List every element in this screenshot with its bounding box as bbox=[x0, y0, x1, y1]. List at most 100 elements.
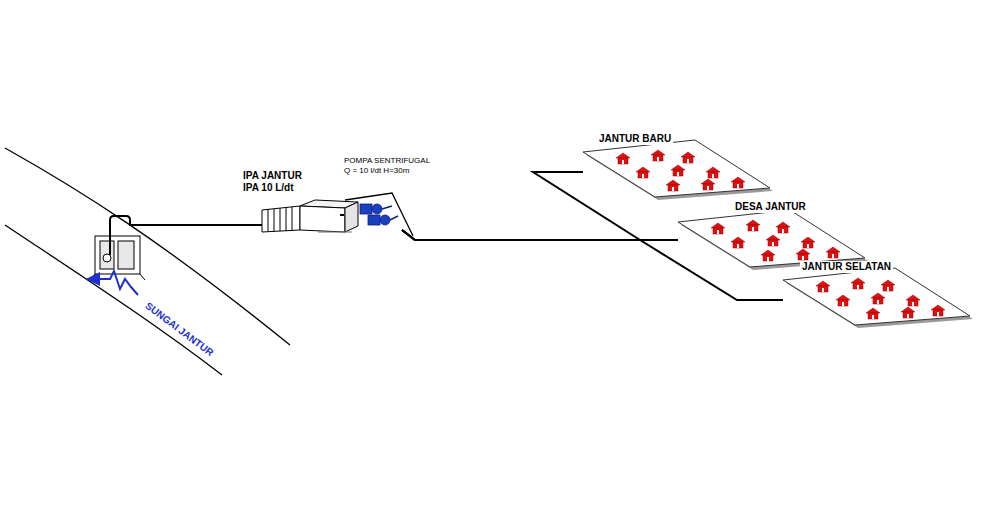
house-body bbox=[733, 182, 743, 188]
treatment-plant bbox=[300, 206, 345, 232]
house-door bbox=[822, 288, 824, 292]
house-body bbox=[668, 185, 678, 191]
house-body bbox=[763, 255, 773, 261]
house-roof bbox=[636, 167, 650, 172]
house-door bbox=[802, 256, 804, 260]
house-door bbox=[752, 227, 754, 231]
house-roof bbox=[651, 150, 665, 155]
pump-symbol bbox=[382, 206, 392, 209]
house-icon bbox=[881, 280, 895, 291]
house-icon bbox=[761, 250, 775, 261]
intake-structure bbox=[100, 241, 114, 269]
house-door bbox=[657, 157, 659, 161]
house-roof bbox=[851, 278, 865, 283]
plate-outline bbox=[583, 140, 770, 197]
treatment-plant bbox=[262, 206, 300, 232]
intake-structure bbox=[103, 254, 111, 262]
treatment-plant-label: IPA JANTURIPA 10 L/dt bbox=[243, 170, 340, 236]
pump-symbol bbox=[372, 204, 382, 214]
house-door bbox=[717, 230, 719, 234]
pipe-line bbox=[402, 230, 678, 240]
house-roof bbox=[866, 308, 880, 313]
house-roof bbox=[906, 295, 920, 300]
house-roof bbox=[816, 281, 830, 286]
house-roof bbox=[746, 220, 760, 225]
house-roof bbox=[901, 307, 915, 312]
house-icon bbox=[616, 153, 630, 164]
house-door bbox=[737, 184, 739, 188]
house-body bbox=[908, 300, 918, 306]
house-roof bbox=[801, 237, 815, 242]
house-roof bbox=[871, 293, 885, 298]
house-door bbox=[877, 300, 879, 304]
pump-symbol bbox=[360, 204, 372, 214]
village-area: JANTUR BARU bbox=[583, 130, 773, 200]
pump-symbol bbox=[360, 204, 398, 225]
house-body bbox=[803, 242, 813, 248]
house-body bbox=[883, 285, 893, 291]
house-body bbox=[768, 240, 778, 246]
village-area: DESA JANTUR bbox=[678, 200, 868, 270]
house-door bbox=[782, 229, 784, 233]
house-door bbox=[872, 315, 874, 319]
house-body bbox=[618, 158, 628, 164]
village-area: JANTUR SELATAN bbox=[783, 258, 973, 328]
house-icon bbox=[766, 235, 780, 246]
house-door bbox=[912, 302, 914, 306]
house-icon bbox=[701, 179, 715, 190]
house-body bbox=[798, 254, 808, 260]
flow-arrow bbox=[98, 271, 138, 295]
house-body bbox=[873, 298, 883, 304]
house-body bbox=[713, 228, 723, 234]
house-icon bbox=[731, 177, 745, 188]
treatment-plant bbox=[274, 209, 275, 231]
house-icon bbox=[776, 222, 790, 233]
house-body bbox=[853, 283, 863, 289]
intake-pipe bbox=[110, 216, 262, 255]
flow-arrow bbox=[86, 271, 138, 295]
house-door bbox=[857, 285, 859, 289]
house-roof bbox=[761, 250, 775, 255]
house-icon bbox=[746, 220, 760, 231]
river-name: SUNGAI JANTUR bbox=[143, 300, 216, 359]
house-icon bbox=[871, 293, 885, 304]
treatment-plant bbox=[268, 209, 269, 231]
house-roof bbox=[881, 280, 895, 285]
house-door bbox=[832, 254, 834, 258]
house-body bbox=[933, 310, 943, 316]
house-icon bbox=[711, 223, 725, 234]
treatment-plant bbox=[286, 208, 287, 231]
intake-structure bbox=[140, 274, 145, 280]
house-icon bbox=[906, 295, 920, 306]
house-door bbox=[842, 302, 844, 306]
intake-pipe bbox=[110, 216, 262, 255]
house-roof bbox=[796, 249, 810, 254]
node-text: JANTUR BARU bbox=[597, 133, 673, 145]
house-door bbox=[807, 244, 809, 248]
house-icon bbox=[666, 180, 680, 191]
treatment-plant bbox=[292, 207, 293, 230]
pump-symbol bbox=[380, 215, 390, 225]
node-text: DESA JANTUR bbox=[733, 201, 808, 213]
house-icon bbox=[826, 247, 840, 258]
pump-symbol bbox=[368, 215, 380, 225]
house-body bbox=[778, 227, 788, 233]
house-door bbox=[907, 314, 909, 318]
node-text: POMPA SENTRIFUGAL Q = 10 l/dt H=30m bbox=[344, 156, 436, 176]
house-door bbox=[937, 312, 939, 316]
house-roof bbox=[776, 222, 790, 227]
treatment-plant bbox=[262, 200, 358, 232]
node-text: JANTUR SELATAN bbox=[800, 261, 893, 273]
house-door bbox=[887, 287, 889, 291]
house-icon bbox=[816, 281, 830, 292]
house-icon bbox=[931, 305, 945, 316]
house-roof bbox=[836, 295, 850, 300]
house-door bbox=[737, 244, 739, 248]
house-icon bbox=[801, 237, 815, 248]
plate-outline bbox=[678, 210, 865, 267]
house-roof bbox=[711, 223, 725, 228]
house-body bbox=[903, 312, 913, 318]
house-body bbox=[818, 286, 828, 292]
